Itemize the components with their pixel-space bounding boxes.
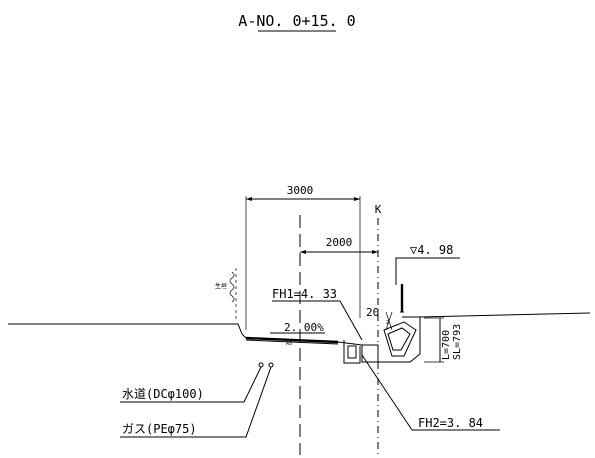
ground-profile <box>8 312 591 345</box>
fh1-label: FH1=4. 33 <box>272 287 337 301</box>
dimension-3000: 3000 <box>245 184 361 330</box>
utility-pipes: 水道(DCφ100) ガス(PEφ75) <box>120 362 274 438</box>
curb-l-label: L=700 <box>441 330 452 360</box>
water-pipe-label: 水道(DCφ100) <box>122 387 204 401</box>
water-pipe-icon <box>258 362 264 368</box>
slope-side-note: 2 <box>386 320 389 326</box>
section-title: A-NO. 0+15. 0 <box>238 12 355 30</box>
curb-sl-label: SL=793 <box>452 324 463 360</box>
dimension-2000-label: 2000 <box>326 236 353 249</box>
curb-length-dimension: L=700 SL=793 <box>424 317 463 363</box>
elevation-top: ▽4. 98 <box>395 243 460 285</box>
gas-pipe-label: ガス(PEφ75) <box>122 422 197 436</box>
dimension-3000-label: 3000 <box>287 184 314 197</box>
slope-annotation: 2. 00% AS 2 <box>270 320 389 347</box>
slope-note: AS <box>286 341 292 347</box>
fh2-label: FH2=3. 84 <box>418 416 483 430</box>
hedge-symbol: 生垣 <box>215 268 237 322</box>
k-label: K <box>375 203 382 216</box>
curb-structure <box>337 284 421 364</box>
fh1-leader: FH1=4. 33 <box>272 287 363 341</box>
fh2-leader: FH2=3. 84 <box>361 354 500 431</box>
slope-label: 2. 00% <box>284 321 324 334</box>
elevation-top-label: ▽4. 98 <box>410 243 453 257</box>
hedge-label: 生垣 <box>215 282 227 290</box>
dimension-2000: 2000 <box>300 236 378 254</box>
dimension-20-label: 20 <box>366 306 379 319</box>
gas-pipe-icon <box>268 362 274 368</box>
